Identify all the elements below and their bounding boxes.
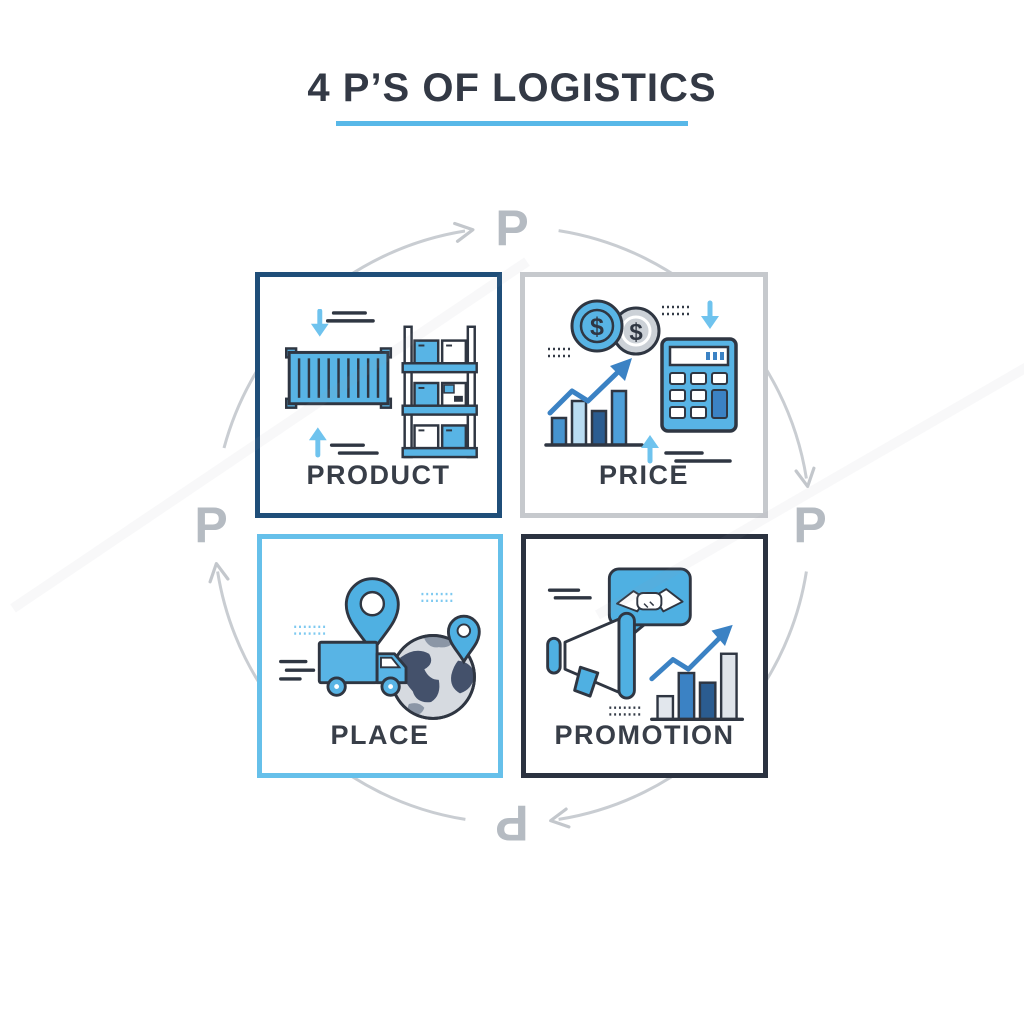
dollar-coins-icon: $ $ <box>570 299 661 356</box>
title-underline <box>336 121 688 126</box>
shipping-container-icon <box>284 347 392 409</box>
location-pin-icon <box>344 577 400 655</box>
cycle-letter-left: P <box>194 497 228 553</box>
svg-text:$: $ <box>590 313 604 341</box>
globe-icon <box>390 634 476 720</box>
quadrant-label-product: PRODUCT <box>306 460 451 490</box>
arrow-up-icon <box>641 435 732 464</box>
arrow-up-icon <box>308 427 379 458</box>
quadrant-label-promotion: PROMOTION <box>554 720 735 750</box>
delivery-truck-icon <box>279 640 408 697</box>
quadrant-label-price: PRICE <box>598 460 690 490</box>
growth-chart-icon <box>544 358 644 447</box>
cycle-letter-bottom: P <box>495 795 529 851</box>
cycle-letter-right: P <box>793 497 827 553</box>
dots-decoration <box>608 706 642 716</box>
product-icon <box>284 309 478 459</box>
arrow-down-icon <box>310 309 375 337</box>
calculator-icon <box>660 337 738 433</box>
page-title: 4 P’S OF LOGISTICS <box>307 66 717 110</box>
quadrant-price: $ $ <box>520 272 768 518</box>
quadrant-place: PLACE <box>257 534 503 778</box>
quadrant-product: PRODUCT <box>255 272 502 518</box>
svg-text:$: $ <box>629 319 643 346</box>
cycle-letter-top: P <box>495 200 529 256</box>
dots-decoration <box>548 305 690 358</box>
place-icon <box>279 577 481 720</box>
dots-decoration <box>294 592 455 635</box>
price-icon: $ $ <box>544 299 738 464</box>
speed-lines <box>547 588 592 600</box>
promotion-icon <box>545 567 744 721</box>
arrow-down-icon <box>701 300 719 329</box>
small-location-pin-icon <box>446 614 481 665</box>
growth-chart-icon <box>648 624 744 721</box>
quadrant-promotion: PROMOTION <box>521 534 768 778</box>
quadrant-label-place: PLACE <box>330 720 430 750</box>
warehouse-shelf-icon <box>400 325 478 459</box>
megaphone-icon <box>545 611 636 700</box>
